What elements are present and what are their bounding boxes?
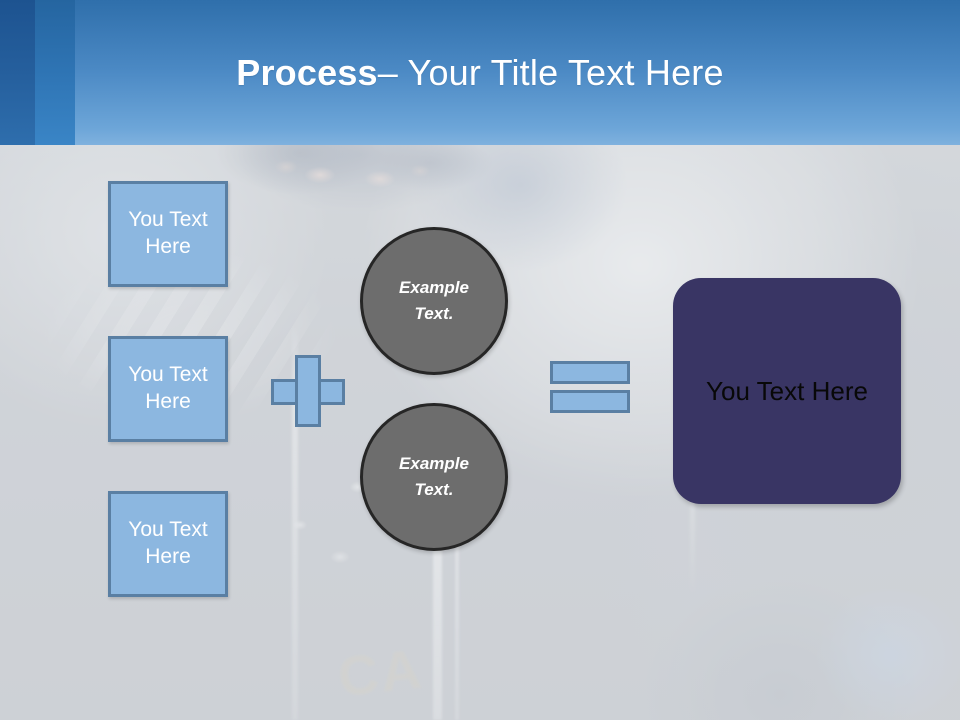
background-water-stream-4 <box>690 445 695 595</box>
background-water-stream-2 <box>433 430 442 720</box>
equals-operator-icon <box>550 361 630 413</box>
input-box-2-label: You Text Here <box>128 363 208 413</box>
input-box-1[interactable]: You Text Here <box>108 181 228 287</box>
input-box-3-label: You Text Here <box>128 518 208 568</box>
page-title-rest: – Your Title Text Here <box>377 51 724 93</box>
slide-header: Process – Your Title Text Here <box>0 0 960 145</box>
page-title-bold: Process <box>236 51 378 93</box>
input-box-3[interactable]: You Text Here <box>108 491 228 597</box>
example-circle-1-line2: Text. <box>414 304 454 323</box>
example-circle-2-line1: Example <box>399 453 469 473</box>
equals-bottom-bar <box>550 390 630 413</box>
background-water-stream-3 <box>455 445 459 720</box>
page-title: Process – Your Title Text Here <box>0 0 960 145</box>
plus-center-fill <box>298 382 318 400</box>
equals-top-bar <box>550 361 630 384</box>
header-accent-stripe-mid <box>35 0 75 145</box>
background-right-glow <box>780 565 960 720</box>
plus-operator-icon <box>271 355 345 427</box>
header-accent-stripe-dark <box>0 0 35 145</box>
example-circle-2[interactable]: Example Text. <box>360 403 508 551</box>
example-circle-2-line2: Text. <box>414 480 454 499</box>
result-box-label: You Text Here <box>706 375 868 406</box>
input-box-1-label: You Text Here <box>128 208 208 258</box>
example-circle-1-line1: Example <box>399 277 469 297</box>
input-box-2[interactable]: You Text Here <box>108 336 228 442</box>
example-circle-1[interactable]: Example Text. <box>360 227 508 375</box>
result-box[interactable]: You Text Here <box>673 278 901 504</box>
